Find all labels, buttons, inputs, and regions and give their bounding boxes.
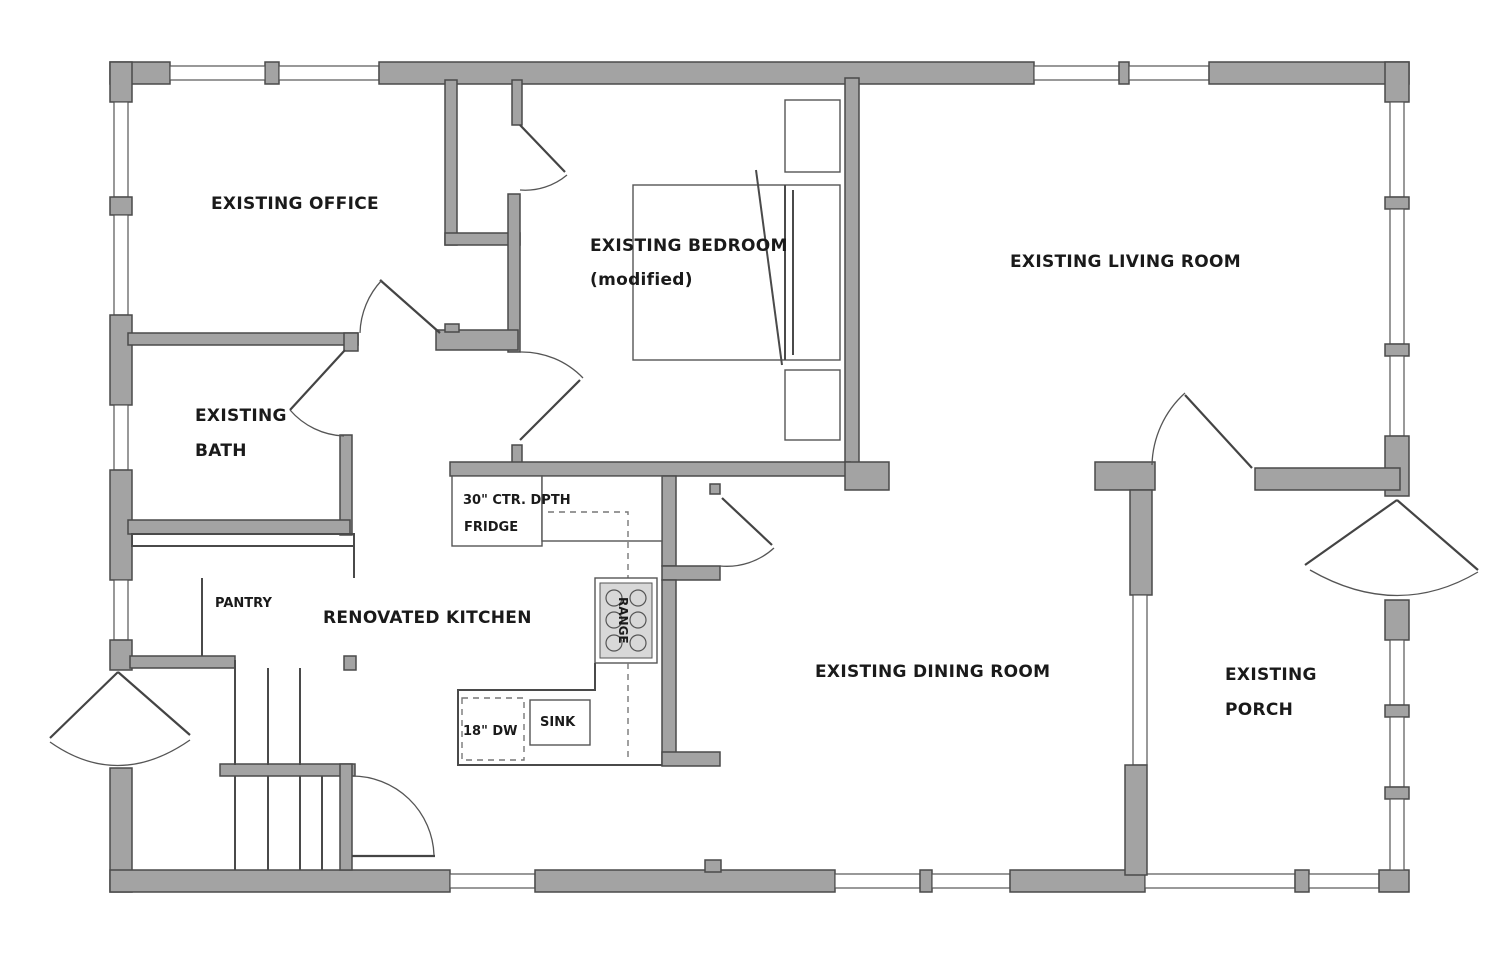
room-label-pantry: PANTRY bbox=[215, 596, 272, 611]
fridge-label-line2: FRIDGE bbox=[464, 520, 519, 535]
room-label-kitchen: RENOVATED KITCHEN bbox=[323, 608, 532, 628]
interior-walls bbox=[127, 77, 1401, 876]
exterior-walls bbox=[109, 61, 1410, 893]
room-label-bath-line1: EXISTING bbox=[195, 406, 287, 426]
sink-label: SINK bbox=[540, 715, 576, 730]
room-label-office: EXISTING OFFICE bbox=[211, 194, 379, 214]
bed bbox=[632, 99, 841, 441]
fridge-label-line1: 30" CTR. DPTH bbox=[463, 493, 571, 508]
room-label-living: EXISTING LIVING ROOM bbox=[1010, 252, 1241, 272]
range-burners bbox=[599, 582, 653, 659]
room-label-bedroom-note: (modified) bbox=[590, 270, 693, 290]
room-label-dining: EXISTING DINING ROOM bbox=[815, 662, 1051, 682]
room-label-porch-line2: PORCH bbox=[1225, 700, 1294, 720]
room-label-porch-line1: EXISTING bbox=[1225, 665, 1317, 685]
staircase bbox=[234, 660, 323, 870]
range-label: RANGE bbox=[616, 597, 630, 644]
room-label-bedroom: EXISTING BEDROOM bbox=[590, 236, 788, 256]
doors bbox=[49, 124, 1479, 858]
kitchen-fixtures bbox=[451, 475, 663, 766]
room-label-bath-line2: BATH bbox=[195, 441, 247, 461]
dishwasher-label: 18" DW bbox=[463, 724, 518, 739]
